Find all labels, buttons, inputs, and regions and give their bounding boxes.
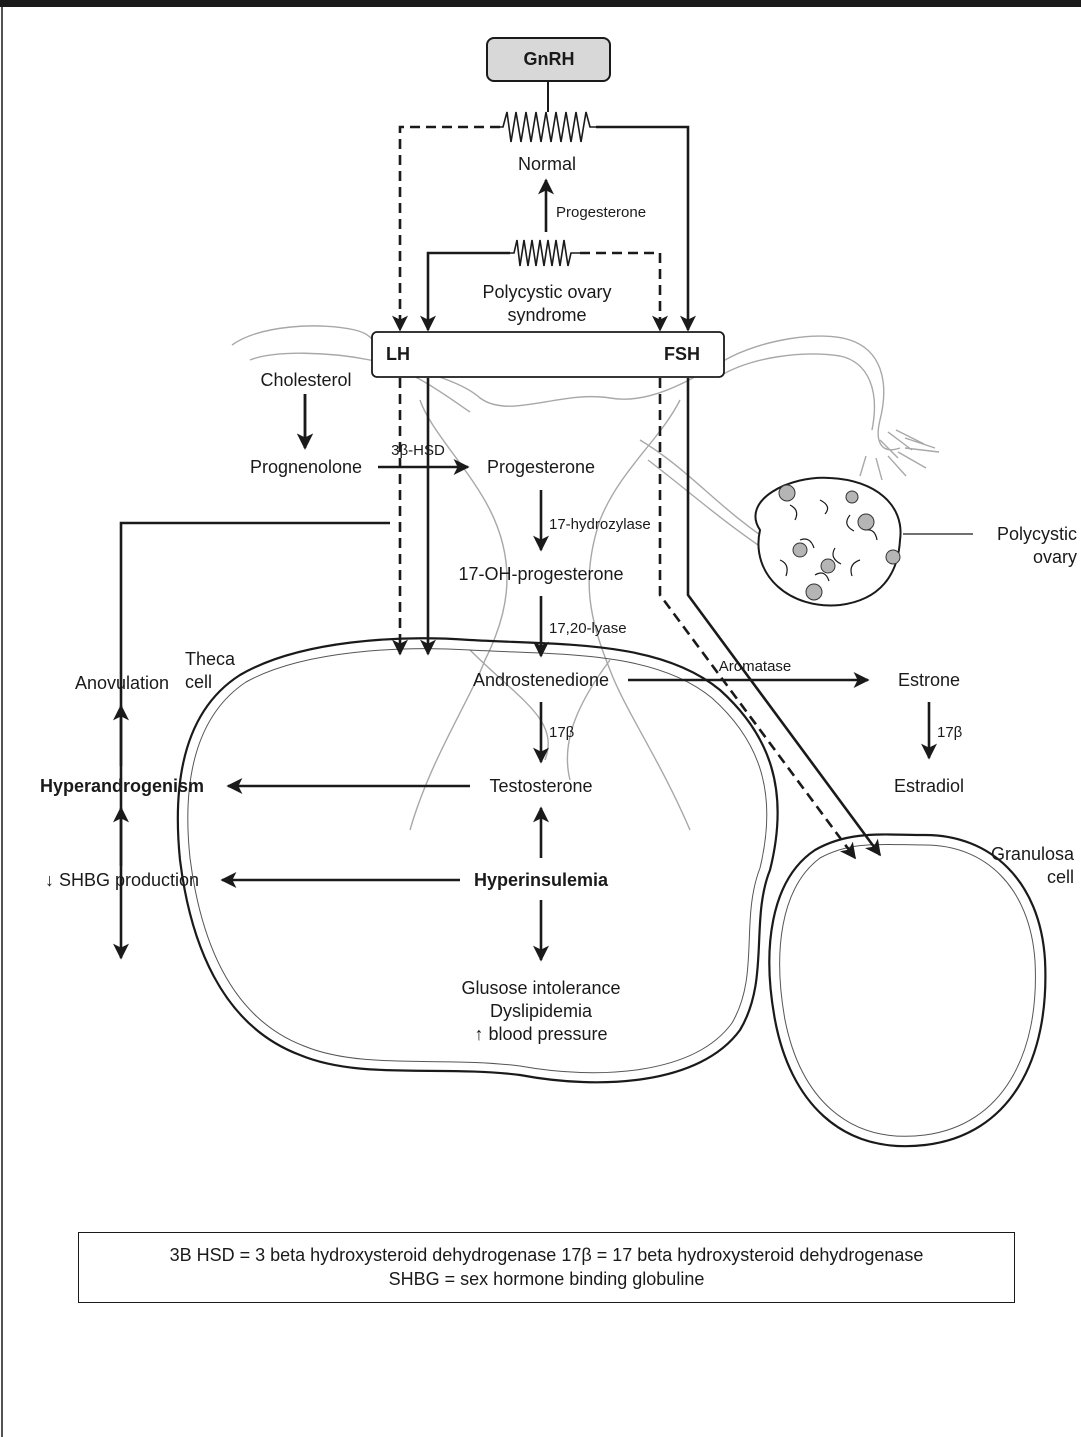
ovary-label-line1: Polycystic (997, 523, 1077, 545)
granulosa-17beta-label: 17β (937, 722, 962, 744)
abbreviation-legend: 3B HSD = 3 beta hydroxysteroid dehydroge… (78, 1232, 1015, 1303)
testosterone-label: Testosterone (489, 775, 592, 797)
lyase-label: 17,20-lyase (549, 618, 627, 640)
outcome-dyslipidemia: Dyslipidemia (490, 1000, 592, 1022)
lh-label: LH (386, 343, 410, 365)
ovary-label-line2: ovary (1033, 546, 1077, 568)
normal-label: Normal (518, 153, 576, 175)
prognenolone-label: Prognenolone (250, 456, 362, 478)
progesterone-feedback-label: Progesterone (556, 202, 646, 224)
hyperinsulinemia-label: Hyperinsulemia (474, 869, 608, 891)
gnrh-label: GnRH (524, 48, 575, 70)
cholesterol-label: Cholesterol (260, 369, 351, 391)
shbg-label: ↓ SHBG production (45, 869, 199, 891)
anovulation-label: Anovulation (75, 672, 169, 694)
legend-line1: 3B HSD = 3 beta hydroxysteroid dehydroge… (79, 1243, 1014, 1267)
theca-label-line1: Theca (185, 648, 235, 670)
estrone-label: Estrone (898, 669, 960, 691)
theca-label-line2: cell (185, 671, 212, 693)
theca-17beta-label: 17β (549, 722, 574, 744)
17-oh-progesterone-label: 17-OH-progesterone (458, 563, 623, 585)
granulosa-label-line2: cell (1047, 866, 1074, 888)
outcome-blood-pressure: ↑ blood pressure (474, 1023, 607, 1045)
androstenedione-label: Androstenedione (473, 669, 609, 691)
hydroxylase-label: 17-hydrozylase (549, 514, 651, 536)
legend-line2: SHBG = sex hormone binding globuline (79, 1267, 1014, 1291)
estradiol-label: Estradiol (894, 775, 964, 797)
pcos-label-line2: syndrome (507, 304, 586, 326)
granulosa-label-line1: Granulosa (991, 843, 1074, 865)
hsd-label: 3β-HSD (391, 440, 445, 462)
aromatase-label: Aromatase (719, 656, 792, 678)
fsh-label: FSH (664, 343, 700, 365)
pcos-label-line1: Polycystic ovary (482, 281, 611, 303)
progesterone-label: Progesterone (487, 456, 595, 478)
outcome-glucose: Glusose intolerance (461, 977, 620, 999)
hyperandrogenism-label: Hyperandrogenism (40, 775, 204, 797)
